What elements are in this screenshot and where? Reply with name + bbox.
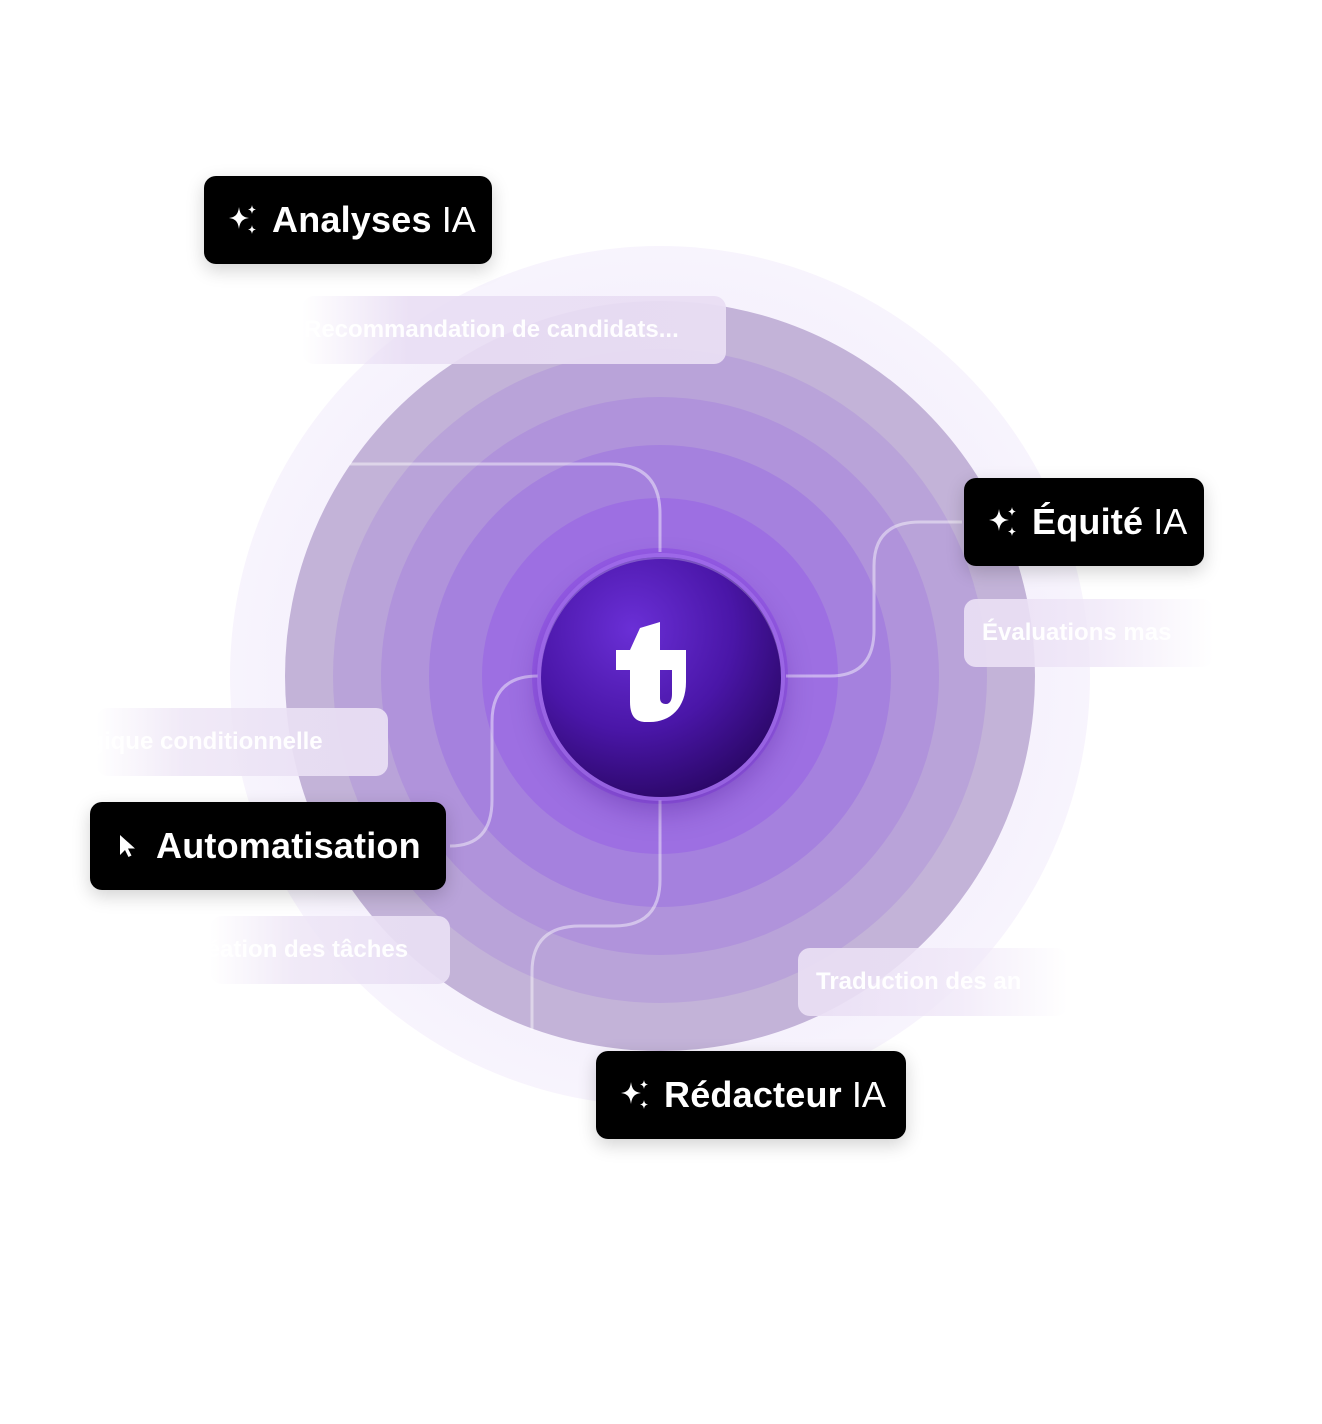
pill-logique: Logique conditionnelle <box>96 708 388 776</box>
center-logo-hub <box>541 557 781 797</box>
sparkles-icon <box>226 203 260 237</box>
chip-title: Automatisation <box>156 825 421 866</box>
chip-equite-ia[interactable]: Équité IA <box>964 478 1204 566</box>
chip-redacteur-ia[interactable]: Rédacteur IA <box>596 1051 906 1139</box>
connector-left <box>449 674 539 848</box>
sparkles-icon <box>618 1078 652 1112</box>
chip-suffix: IA <box>441 199 476 240</box>
connector-right <box>786 520 962 678</box>
connector-bottom <box>530 800 662 1030</box>
pill-traduction: Traduction des an <box>798 948 1068 1016</box>
chip-suffix: IA <box>851 1074 886 1115</box>
chip-title: Équité <box>1032 501 1144 542</box>
chip-suffix: IA <box>1153 501 1188 542</box>
sparkles-icon <box>986 505 1020 539</box>
chip-analyses-ia[interactable]: Analyses IA <box>204 176 492 264</box>
chip-automatisation[interactable]: Automatisation <box>90 802 446 890</box>
chip-title: Rédacteur <box>664 1074 842 1115</box>
tribe-t-logo-icon <box>616 622 686 722</box>
chip-title: Analyses <box>272 199 432 240</box>
pill-recommandation: Recommandation de candidats... <box>302 296 726 364</box>
cursor-icon <box>118 833 138 859</box>
pill-taches: Création des tâches <box>210 916 450 984</box>
pill-evaluations: Évaluations mas <box>964 599 1214 667</box>
connector-top <box>350 462 662 552</box>
